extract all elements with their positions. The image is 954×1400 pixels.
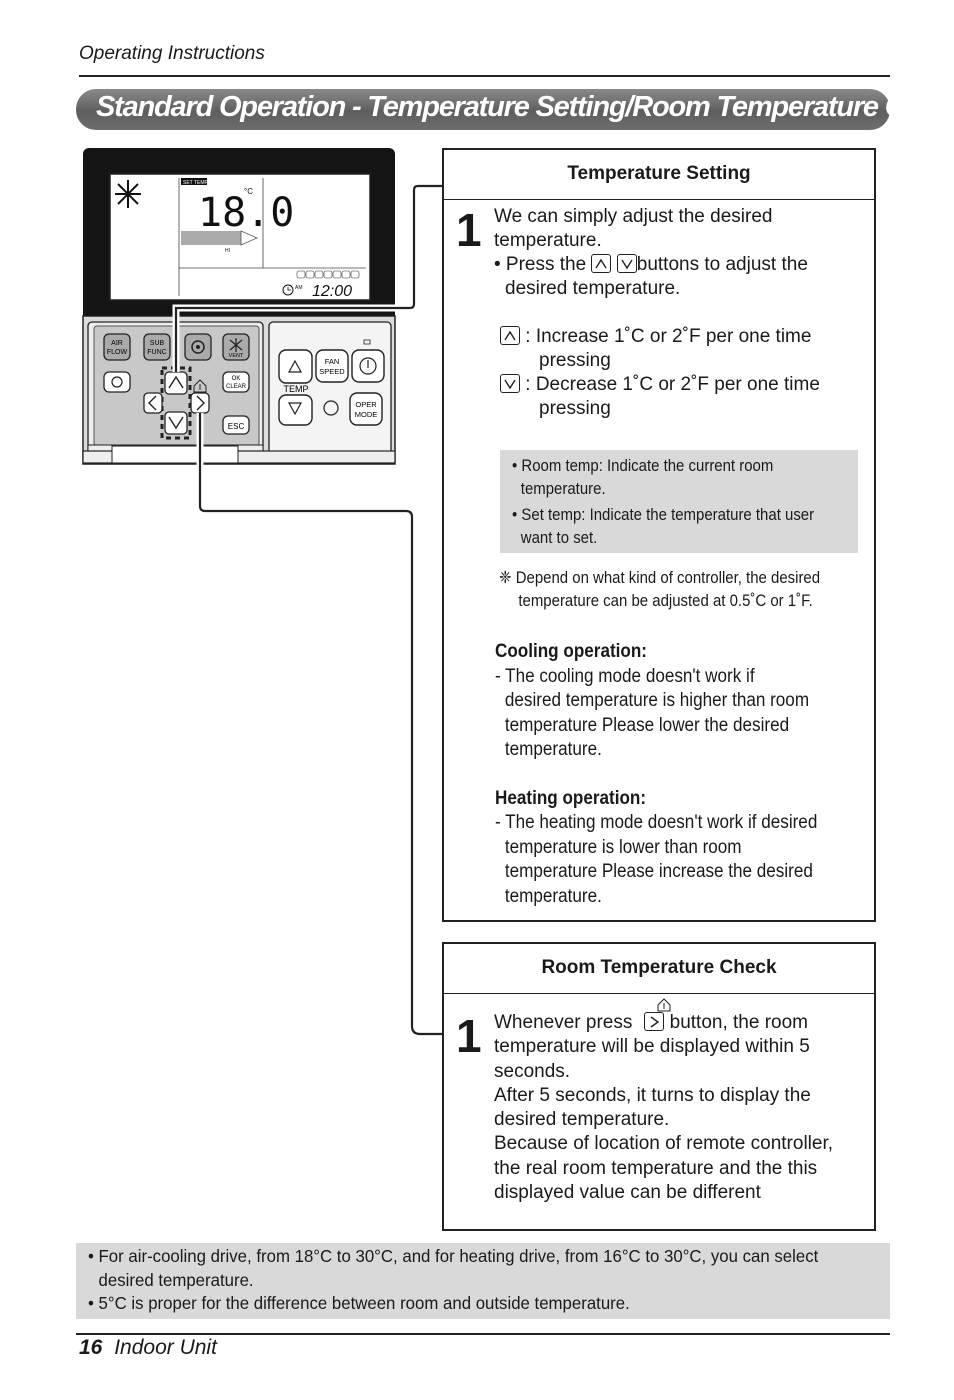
page-number: 16: [79, 1336, 103, 1359]
reset-hole: [323, 400, 339, 416]
temp-definition-box: • Room temp: Indicate the current room t…: [500, 450, 858, 553]
clock-icon: [282, 284, 294, 296]
chevron-left-icon: [148, 395, 157, 411]
esc-button: [222, 415, 250, 435]
footer-rule: [76, 1333, 890, 1335]
svg-text:ESC: ESC: [228, 422, 245, 431]
connector-line-room-check: [198, 413, 442, 1036]
right-button-icon: [643, 1012, 664, 1031]
svg-text:VENT: VENT: [229, 353, 244, 359]
gear-icon: [191, 340, 205, 354]
section-header: Operating Instructions: [79, 43, 265, 64]
svg-text:TEMP: TEMP: [283, 384, 308, 394]
footnote-box: • For air-cooling drive, from 18°C to 30…: [76, 1243, 890, 1319]
down-button-icon: [500, 374, 520, 393]
up-button-icon: [500, 326, 520, 345]
footer-label: Indoor Unit: [114, 1336, 217, 1359]
adjust-note: ❈ Depend on what kind of controller, the…: [499, 568, 821, 610]
lcd-clock: 12:00: [312, 283, 352, 300]
right-button: [190, 392, 210, 414]
remote-controller-illustration: SET TEMP 18.0 °C HI AM 12:00 AIR FLOW SU…: [82, 148, 442, 1038]
room-check-heading: Room Temperature Check: [444, 944, 874, 994]
timer-button: [103, 371, 131, 393]
page-footer: 16 Indoor Unit: [79, 1336, 217, 1360]
power-icon: [359, 357, 377, 375]
air-flow-button: [103, 333, 131, 361]
svg-text:AM: AM: [295, 285, 303, 291]
temp-down-button: [278, 394, 313, 426]
fan-speed-button: [315, 349, 349, 383]
room-temperature-check-panel: Room Temperature Check 1 Whenever press …: [442, 942, 876, 1231]
svg-text:FUNC: FUNC: [147, 349, 166, 356]
svg-text:FLOW: FLOW: [107, 349, 128, 356]
svg-text:HI: HI: [225, 248, 230, 254]
chevron-right-icon: [196, 395, 205, 411]
svg-text:°C: °C: [244, 187, 253, 196]
svg-text:CLEAR: CLEAR: [226, 384, 247, 390]
svg-text:AIR: AIR: [111, 340, 123, 347]
svg-text:SUB: SUB: [150, 340, 165, 347]
title-bar: Standard Operation - Temperature Setting…: [76, 89, 954, 130]
step-number: 1: [456, 1010, 482, 1062]
down-button-icon: [616, 254, 637, 273]
svg-text:OPER: OPER: [355, 400, 377, 409]
step-number: 1: [456, 204, 482, 256]
operation-notes: Cooling operation: - The cooling mode do…: [495, 641, 818, 907]
triangle-down-icon: [287, 402, 303, 416]
chevron-down-icon: [168, 416, 184, 430]
oper-mode-button: [349, 392, 383, 426]
left-button: [143, 392, 163, 414]
svg-text:OK: OK: [232, 376, 241, 382]
house-thermometer-icon: [193, 379, 207, 393]
temperature-setting-heading: Temperature Setting: [444, 150, 874, 200]
temperature-setting-panel: Temperature Setting 1 We can simply adju…: [442, 148, 876, 922]
sub-func-button: [143, 333, 171, 361]
svg-text:SET TEMP: SET TEMP: [183, 180, 208, 186]
lcd-temp: 18.0: [198, 190, 294, 236]
room-check-text: Whenever press button, the room temperat…: [494, 1012, 834, 1204]
svg-text:MODE: MODE: [355, 410, 378, 419]
connector-line-temp-setting: [174, 184, 442, 372]
header-rule: [79, 75, 890, 77]
vent-icon: [229, 338, 243, 352]
timer-icon: [111, 376, 123, 388]
page-title: Standard Operation - Temperature Setting…: [96, 91, 954, 123]
up-button: [164, 371, 188, 395]
chevron-up-icon: [168, 375, 184, 389]
up-button-icon: [591, 254, 612, 273]
svg-text:SPEED: SPEED: [319, 367, 345, 376]
snowflake-icon: [115, 180, 141, 208]
ok-clear-button: [222, 371, 250, 393]
triangle-up-icon: [287, 359, 303, 373]
svg-text:FAN: FAN: [325, 357, 340, 366]
temp-up-button: [278, 349, 313, 384]
house-thermometer-icon: [657, 998, 671, 1012]
down-button: [164, 411, 188, 435]
temp-setting-text: We can simply adjust the desired tempera…: [494, 206, 820, 419]
